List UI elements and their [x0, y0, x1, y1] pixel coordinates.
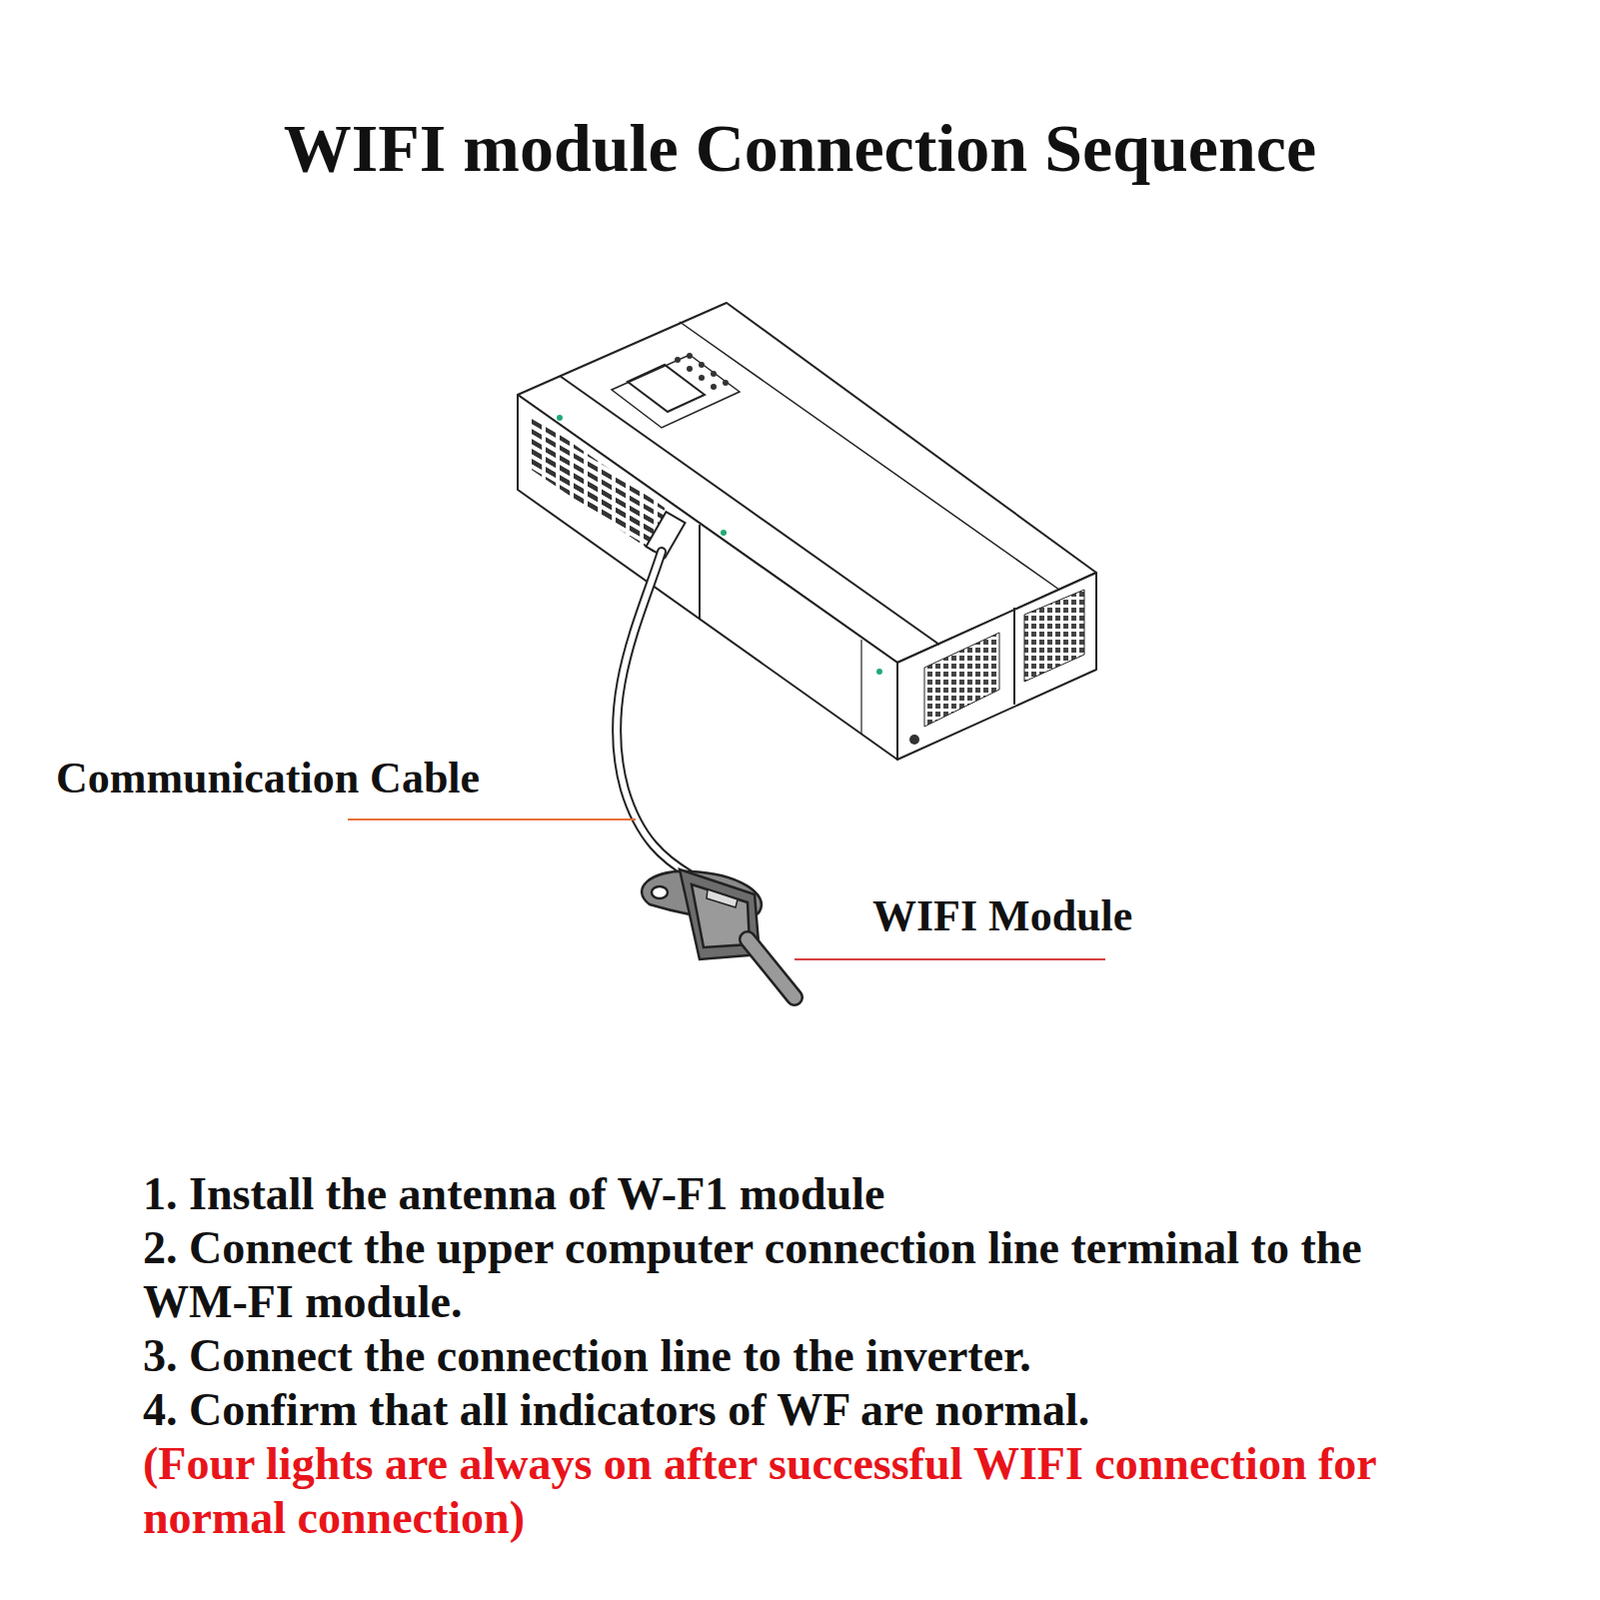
callout-label: Communication Cable — [55, 751, 616, 806]
wifi-module — [641, 869, 795, 998]
screw — [556, 414, 563, 421]
inverter-body — [517, 302, 1097, 760]
callout-label: WIFI Module — [872, 889, 1273, 944]
leader-line — [794, 958, 1106, 961]
vent-grille — [531, 414, 665, 560]
terminal-screw — [909, 734, 920, 745]
step-text: 2. Connect the upper computer connection… — [142, 1221, 1443, 1330]
communication-cable — [616, 551, 690, 875]
terminal-block — [924, 632, 1000, 727]
screw — [720, 529, 727, 536]
display-panel — [611, 352, 740, 428]
terminal-block — [1024, 589, 1085, 682]
page-title: WIFI module Connection Sequence — [0, 107, 1600, 188]
step-text: 4. Confirm that all indicators of WF are… — [142, 1383, 1543, 1438]
step-text: 1. Install the antenna of W-F1 module — [142, 1167, 1543, 1222]
step-text: 3. Connect the connection line to the in… — [142, 1329, 1543, 1384]
communication-cable-core — [616, 551, 690, 875]
screw — [876, 668, 883, 675]
leader-line — [347, 818, 636, 821]
note-text: (Four lights are always on after success… — [142, 1437, 1491, 1546]
